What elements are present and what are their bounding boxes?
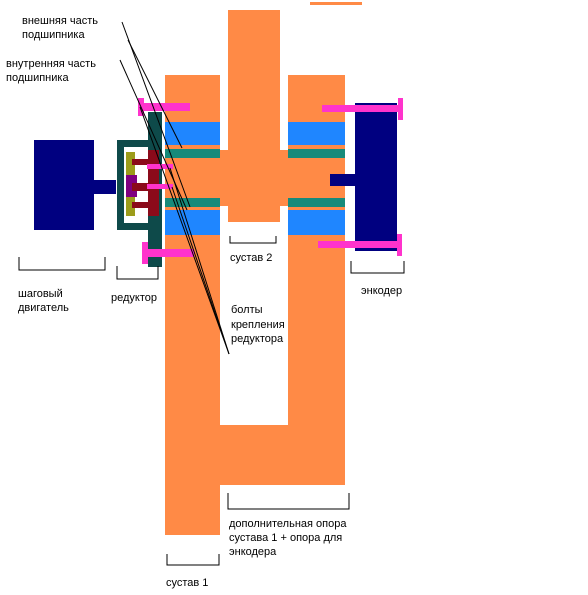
gear-purple bbox=[126, 175, 137, 197]
label-inner-bearing-1: внутренняя часть bbox=[6, 58, 96, 70]
encoder-body bbox=[355, 103, 397, 251]
label-encoder: энкодер bbox=[361, 285, 402, 297]
label-bolts-2: крепления bbox=[231, 319, 285, 331]
bolt-top-left bbox=[142, 103, 190, 111]
leader-bolt-1 bbox=[169, 167, 230, 355]
joint2-shaft bbox=[220, 150, 288, 206]
svg-text:внутренняя часть: внутренняя часть bbox=[6, 58, 96, 70]
leader-outer-bearing bbox=[121, 21, 191, 208]
leader-inner-bearing bbox=[127, 39, 183, 149]
label-support-1: дополнительная опора bbox=[229, 518, 347, 530]
label-bolts-3: редуктора bbox=[231, 333, 284, 345]
bolt-top-right bbox=[322, 105, 400, 112]
gearbox-housing-left bbox=[117, 140, 124, 230]
svg-text:энкодера: энкодера bbox=[229, 546, 277, 558]
encoder bbox=[330, 103, 397, 251]
svg-text:редуктор: редуктор bbox=[111, 292, 157, 304]
svg-text:дополнительная опора: дополнительная опора bbox=[229, 518, 347, 530]
svg-text:подшипника: подшипника bbox=[6, 72, 69, 84]
label-support-2: сустава 1 + опора для bbox=[229, 532, 342, 544]
bearing-outer-parts bbox=[165, 122, 345, 235]
label-stepper-2: двигатель bbox=[18, 302, 69, 314]
stepper-motor-body bbox=[34, 140, 94, 230]
gearbox-housing-bottom bbox=[117, 223, 153, 230]
svg-text:крепления: крепления bbox=[231, 319, 285, 331]
label-inner-bearing-2: подшипника bbox=[6, 72, 69, 84]
label-bolts-1: болты bbox=[231, 304, 263, 316]
bearing-inner-parts bbox=[165, 149, 345, 207]
svg-text:сустава 1 + опора для: сустава 1 + опора для bbox=[229, 532, 342, 544]
label-joint2: сустав 2 bbox=[230, 252, 272, 264]
top-accent bbox=[310, 2, 362, 5]
bracket-joint2 bbox=[229, 236, 277, 244]
svg-text:редуктора: редуктора bbox=[231, 333, 284, 345]
bolt-bottom-left bbox=[142, 249, 194, 257]
bracket-stepper bbox=[18, 257, 106, 271]
svg-text:энкодер: энкодер bbox=[361, 285, 402, 297]
leader-lines bbox=[119, 21, 230, 355]
label-stepper-1: шаговый bbox=[18, 288, 63, 300]
svg-text:сустав 2: сустав 2 bbox=[230, 252, 272, 264]
bolt-gear-1 bbox=[147, 164, 173, 169]
encoder-shaft bbox=[330, 174, 356, 186]
svg-text:болты: болты bbox=[231, 304, 263, 316]
joint1-crossbar bbox=[165, 425, 345, 485]
leader-bolt-3 bbox=[139, 106, 230, 355]
label-support-3: энкодера bbox=[229, 546, 277, 558]
joint2-link bbox=[220, 2, 362, 222]
gear-shaft-red bbox=[132, 183, 150, 191]
bracket-encoder bbox=[350, 261, 405, 274]
svg-text:сустав 1: сустав 1 bbox=[166, 577, 208, 589]
bolt-bottom-right bbox=[318, 241, 398, 248]
bolt-gear-2 bbox=[147, 184, 173, 189]
svg-text:подшипника: подшипника bbox=[22, 29, 85, 41]
label-joint1: сустав 1 bbox=[166, 577, 208, 589]
label-outer-bearing-2: подшипника bbox=[22, 29, 85, 41]
label-outer-bearing-1: внешняя часть bbox=[22, 15, 98, 27]
svg-text:двигатель: двигатель bbox=[18, 302, 69, 314]
svg-text:шаговый: шаговый bbox=[18, 288, 63, 300]
gearbox-housing-top bbox=[117, 140, 153, 147]
bracket-support bbox=[227, 493, 350, 510]
bracket-joint1 bbox=[166, 554, 220, 566]
bracket-gearbox bbox=[116, 266, 159, 280]
stepper-motor-shaft bbox=[94, 180, 116, 194]
brackets bbox=[18, 236, 405, 566]
gear-plate-red bbox=[148, 150, 159, 216]
label-gearbox: редуктор bbox=[111, 292, 157, 304]
svg-text:внешняя часть: внешняя часть bbox=[22, 15, 98, 27]
gearbox bbox=[117, 112, 162, 267]
stepper-motor bbox=[34, 140, 116, 230]
